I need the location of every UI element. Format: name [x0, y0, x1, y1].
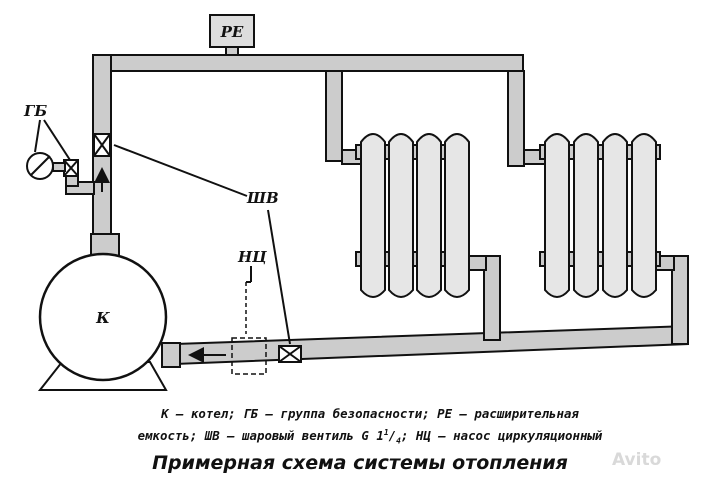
ball-valve-label: ШВ — [246, 189, 279, 207]
safety-group-label: ГБ — [23, 102, 47, 120]
boiler-label: К — [95, 309, 110, 327]
pump-label: НЦ — [237, 248, 267, 266]
fraction-slash: / — [388, 428, 397, 444]
radiator-right — [539, 133, 661, 298]
boiler: К — [37, 233, 181, 391]
expansion-tank: РЕ — [209, 14, 255, 48]
circulation-pump: НЦ — [231, 248, 267, 375]
legend-line-2-start: емкость; ШВ – шаровый вентиль G 1 — [137, 428, 384, 444]
supply-pipe — [92, 45, 549, 236]
legend: К – котел; ГБ – группа безопасности; РЕ … — [40, 404, 700, 451]
fraction-denominator: 4 — [396, 436, 401, 446]
ball-valve-supply — [93, 133, 111, 157]
legend-line-2-end: ; НЦ – насос циркуляционный — [400, 428, 603, 444]
expansion-tank-label: РЕ — [220, 23, 244, 41]
legend-line-2: емкость; ШВ – шаровый вентиль G 11/4; НЦ… — [40, 423, 700, 451]
avito-watermark: Avito — [612, 450, 662, 470]
radiator-left — [355, 133, 470, 298]
diagram-caption: Примерная схема системы отопления — [152, 452, 568, 474]
legend-line-1: К – котел; ГБ – группа безопасности; РЕ … — [161, 406, 579, 421]
ball-valve-return — [278, 345, 302, 363]
safety-group: ГБ — [23, 102, 95, 195]
ball-valve-callout: ШВ — [113, 144, 291, 345]
fraction-numerator: 1 — [383, 428, 389, 437]
